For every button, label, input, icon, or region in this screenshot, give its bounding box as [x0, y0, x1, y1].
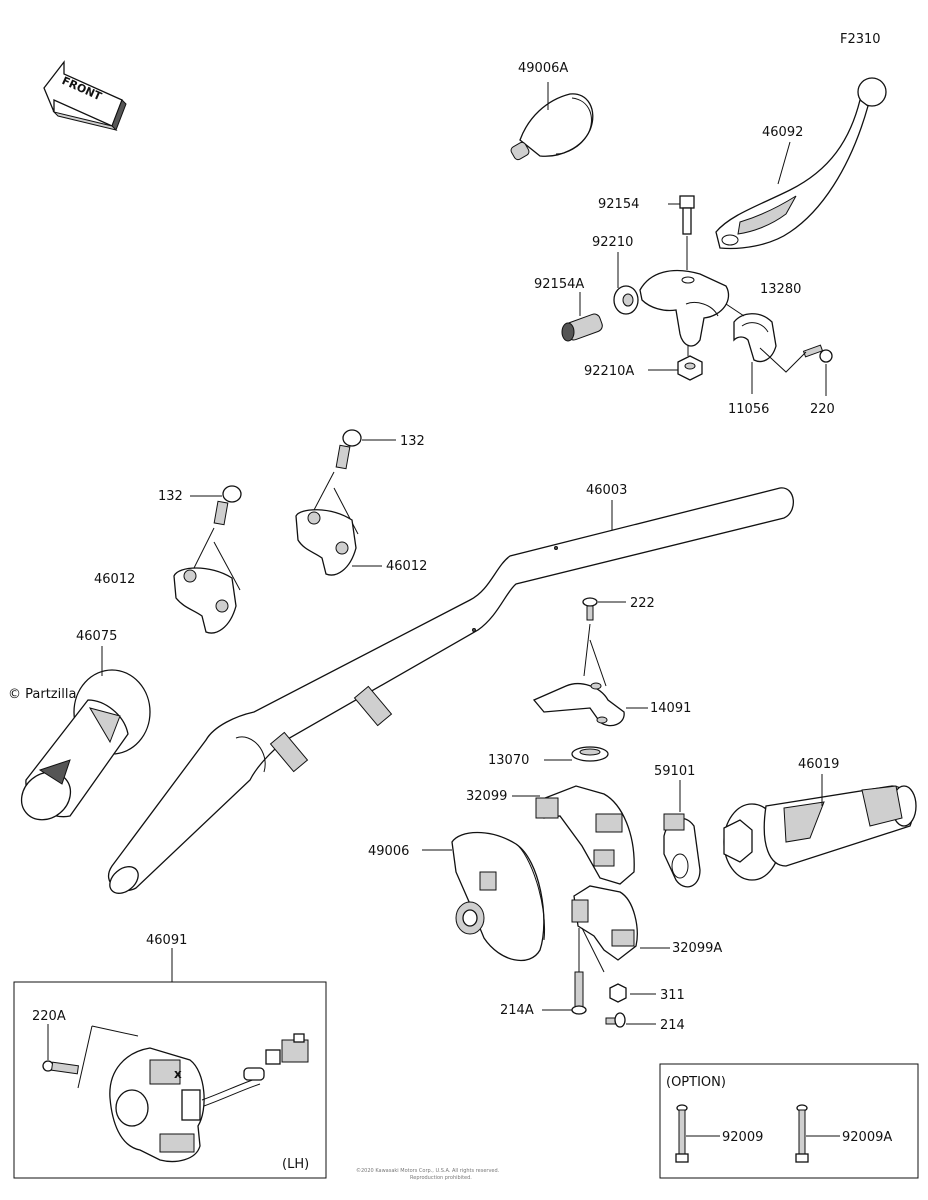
- label-13280: 13280: [760, 282, 801, 297]
- label-13070: 13070: [488, 753, 529, 768]
- part-32099-housing-upper[interactable]: [535, 785, 635, 885]
- part-311-nut[interactable]: [609, 983, 627, 1003]
- part-49006-cover[interactable]: [451, 831, 546, 961]
- label-132-right: 132: [400, 434, 425, 449]
- part-46012-holder-right[interactable]: [295, 509, 357, 576]
- label-32099: 32099: [466, 789, 507, 804]
- part-lever-holder[interactable]: [639, 269, 730, 347]
- part-46075-grip[interactable]: [12, 669, 151, 830]
- label-92009: 92009: [722, 1130, 763, 1145]
- option-box: [659, 1063, 919, 1179]
- part-13070-ring[interactable]: [571, 746, 609, 762]
- label-311: 311: [660, 988, 685, 1003]
- diagram-code: F2310: [840, 32, 881, 47]
- part-46092-lever[interactable]: [715, 77, 887, 250]
- label-46075: 46075: [76, 629, 117, 644]
- part-92009-bolt[interactable]: [675, 1104, 689, 1163]
- label-46019: 46019: [798, 757, 839, 772]
- switch-connector-icon: [201, 1033, 309, 1107]
- part-32099A-housing-lower[interactable]: [571, 885, 638, 961]
- label-132-left: 132: [158, 489, 183, 504]
- label-92154: 92154: [598, 197, 639, 212]
- part-132-bolt-right[interactable]: [335, 429, 362, 470]
- label-46012-left: 46012: [94, 572, 135, 587]
- part-46019-grip[interactable]: [723, 785, 917, 881]
- part-46003-handlebar[interactable]: [105, 487, 794, 899]
- label-214: 214: [660, 1018, 685, 1033]
- label-49006: 49006: [368, 844, 409, 859]
- part-49006A-cover[interactable]: [510, 93, 594, 161]
- lh-label: (LH): [282, 1157, 309, 1172]
- label-214A: 214A: [500, 1003, 534, 1018]
- part-46012-holder-left[interactable]: [173, 567, 237, 634]
- svg-text:x: x: [174, 1067, 182, 1081]
- label-59101: 59101: [654, 764, 695, 779]
- option-title: (OPTION): [666, 1075, 726, 1090]
- label-92210: 92210: [592, 235, 633, 250]
- part-92009A-bolt[interactable]: [795, 1104, 809, 1163]
- front-arrow-icon: FRONT: [43, 60, 127, 131]
- part-59101-collar[interactable]: [663, 813, 701, 888]
- label-220: 220: [810, 402, 835, 417]
- part-46091-switch[interactable]: x: [109, 1047, 205, 1163]
- label-46091: 46091: [146, 933, 187, 948]
- label-49006A: 49006A: [518, 61, 568, 76]
- label-220A: 220A: [32, 1009, 66, 1024]
- label-92210A: 92210A: [584, 364, 634, 379]
- label-46012-right: 46012: [386, 559, 427, 574]
- part-14091-bracket[interactable]: [532, 682, 625, 727]
- part-13280-clamp[interactable]: [733, 313, 777, 363]
- label-92009A: 92009A: [842, 1130, 892, 1145]
- footer-line1: ©2020 Kawasaki Motors Corp., U.S.A. All …: [356, 1167, 500, 1174]
- label-11056: 11056: [728, 402, 769, 417]
- part-92154-bolt[interactable]: [679, 195, 695, 235]
- part-220-screw[interactable]: [802, 344, 833, 363]
- part-92154A-bolt[interactable]: [561, 312, 604, 342]
- label-46003: 46003: [586, 483, 627, 498]
- label-222: 222: [630, 596, 655, 611]
- part-214-screw[interactable]: [605, 1012, 626, 1028]
- label-46092: 46092: [762, 125, 803, 140]
- part-92210-nut[interactable]: [613, 285, 639, 315]
- label-14091: 14091: [650, 701, 691, 716]
- switch-inset-box: [13, 981, 327, 1179]
- label-32099A: 32099A: [672, 941, 722, 956]
- part-92210A-nut[interactable]: [677, 355, 703, 381]
- part-222-screw[interactable]: [582, 597, 598, 621]
- part-220A-screw[interactable]: [42, 1060, 79, 1075]
- part-132-bolt-left[interactable]: [213, 485, 242, 526]
- footer-line2: Reproduction prohibited.: [410, 1175, 472, 1181]
- label-92154A: 92154A: [534, 277, 584, 292]
- part-214A-bolt[interactable]: [571, 971, 587, 1015]
